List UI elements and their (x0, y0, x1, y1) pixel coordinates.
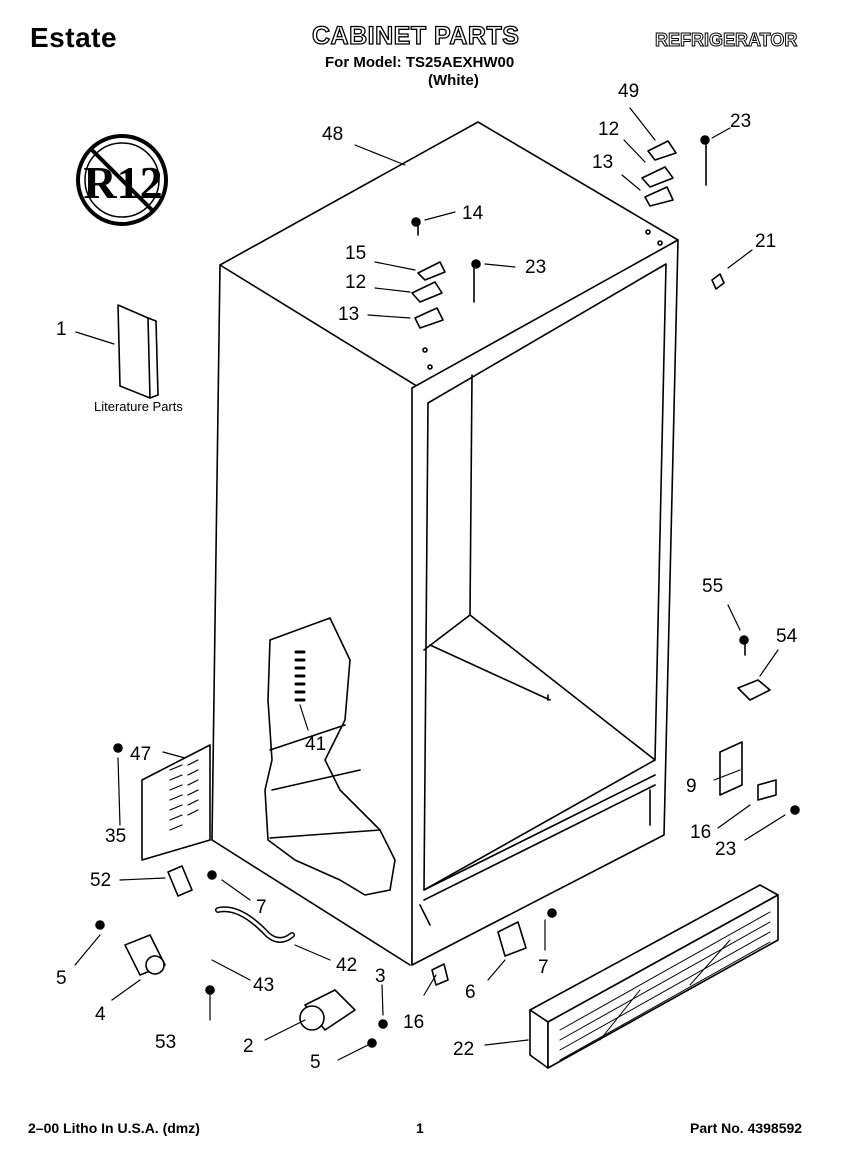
leader-lines (74, 107, 786, 1061)
callout-14: 14 (462, 203, 484, 224)
right-leveling-bracket (719, 741, 777, 801)
model-color: (White) (428, 72, 479, 89)
callout-4: 4 (95, 1004, 106, 1025)
model-line: For Model: TS25AEXHW00 (325, 54, 515, 71)
callout-5-bottom: 5 (310, 1052, 321, 1073)
callout-23-top-right: 23 (730, 111, 752, 132)
callout-42: 42 (336, 955, 358, 976)
literature-parts-label: Literature Parts (94, 399, 183, 414)
callout-48: 48 (322, 124, 344, 145)
hinge-bracket-lower (167, 865, 193, 897)
callout-16-bottom: 16 (403, 1012, 425, 1033)
top-hinge-center (411, 219, 475, 370)
cabinet-shell (211, 121, 679, 966)
caster-wheel-rear (299, 989, 356, 1031)
footer-page-number: 1 (416, 1120, 424, 1136)
callout-52: 52 (90, 870, 112, 891)
callout-21: 21 (755, 231, 777, 252)
callout-41: 41 (305, 734, 327, 755)
literature-booklet (117, 304, 159, 399)
callout-22: 22 (453, 1039, 475, 1060)
grille-support-bracket (497, 921, 527, 957)
top-hinge-right (641, 140, 725, 290)
callout-35: 35 (105, 826, 127, 847)
callout-12-top-right: 12 (598, 119, 620, 140)
callout-7-left: 7 (256, 897, 267, 918)
callout-6: 6 (465, 982, 476, 1003)
callout-15: 15 (345, 243, 367, 264)
toe-grille (529, 884, 779, 1069)
callout-1: 1 (56, 319, 67, 340)
page-title: CABINET PARTS (311, 21, 520, 50)
callout-5-left: 5 (56, 968, 67, 989)
callout-16-right: 16 (690, 822, 712, 843)
callout-3: 3 (375, 966, 386, 987)
screws (95, 135, 800, 1048)
callout-13-top-right: 13 (592, 152, 614, 173)
callout-2: 2 (243, 1036, 254, 1057)
footer-litho: 2–00 Litho In U.S.A. (dmz) (28, 1120, 200, 1136)
callout-49: 49 (618, 81, 640, 102)
callout-54: 54 (776, 626, 798, 647)
spring-part (294, 650, 306, 702)
caster-wheel-front (124, 934, 166, 976)
door-stop-bracket (737, 639, 771, 701)
brand-logo: Estate (30, 22, 118, 53)
callout-53: 53 (155, 1032, 177, 1053)
callout-7-right: 7 (538, 957, 549, 978)
callout-9: 9 (686, 776, 697, 797)
callout-55: 55 (702, 576, 724, 597)
appliance-category: REFRIGERATOR (654, 30, 798, 51)
side-bracket-panel (141, 744, 211, 861)
callout-23-bottom-right: 23 (715, 839, 737, 860)
water-tube (215, 906, 295, 943)
callout-47: 47 (130, 744, 152, 765)
callout-43: 43 (253, 975, 275, 996)
callout-12-center: 12 (345, 272, 367, 293)
callout-23-center: 23 (525, 257, 547, 278)
footer-part-number: Part No. 4398592 (690, 1120, 803, 1136)
retainer-clip (431, 963, 449, 986)
callout-13-center: 13 (338, 304, 360, 325)
no-r12-refrigerant-icon: R12 (76, 134, 168, 226)
